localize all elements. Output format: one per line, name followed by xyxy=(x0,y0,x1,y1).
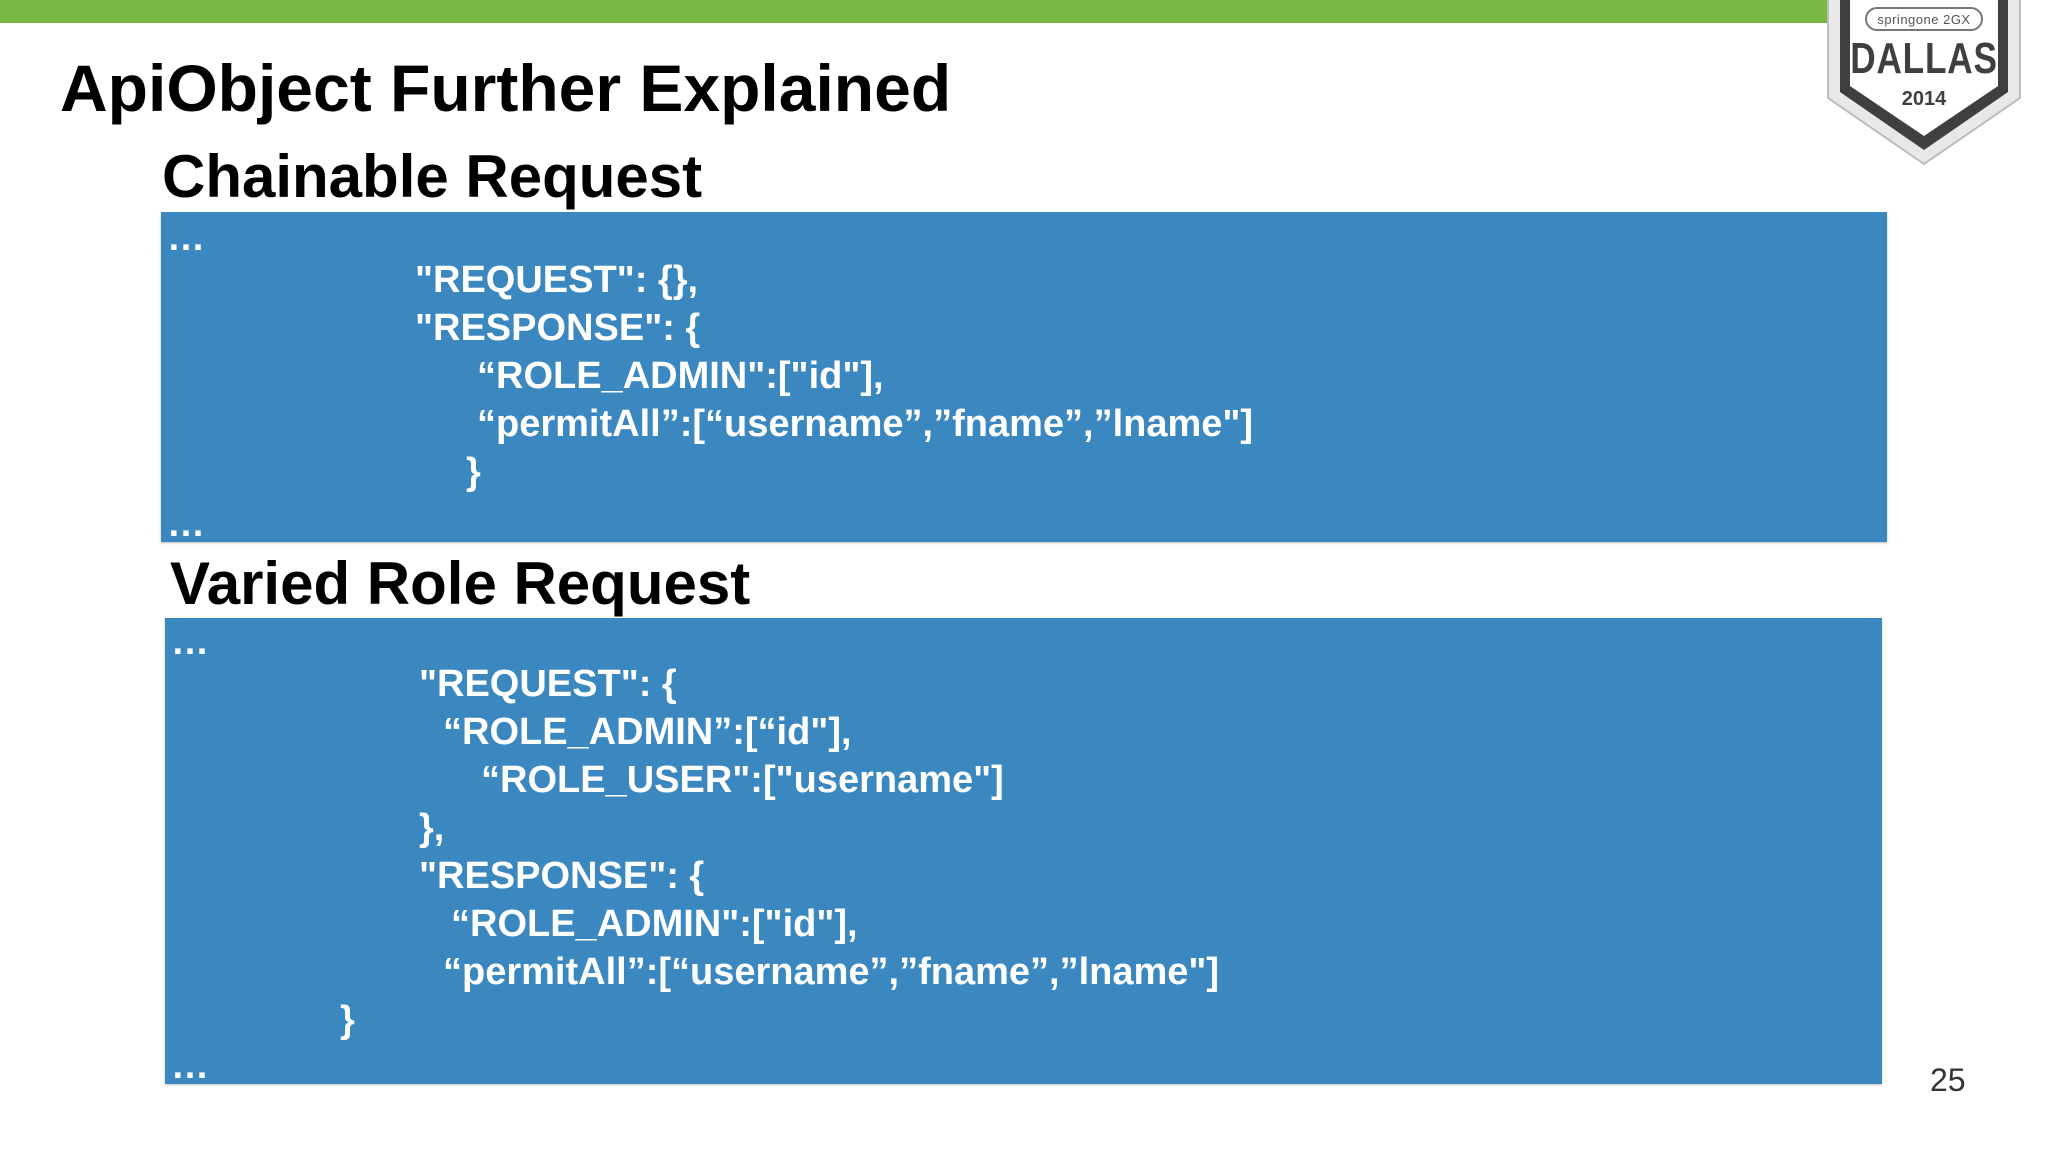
code-line: … xyxy=(171,1045,209,1087)
logo-subtitle: springone 2GX xyxy=(1877,12,1971,27)
code-line: "REQUEST": { xyxy=(419,663,677,705)
code-line: } xyxy=(340,999,355,1041)
code-line: … xyxy=(167,217,205,259)
code-line: “ROLE_ADMIN":["id"], xyxy=(477,355,884,397)
springone-dallas-logo: springone 2GX DALLAS 2014 xyxy=(1826,0,2022,170)
code-line: “permitAll”:[“username”,”fname”,”lname"] xyxy=(443,951,1220,993)
code-line: "RESPONSE": { xyxy=(419,855,705,897)
code-line: “ROLE_USER":["username"] xyxy=(481,759,1004,801)
code-line: “ROLE_ADMIN”:[“id"], xyxy=(443,711,852,753)
top-accent-bar xyxy=(0,0,1830,23)
code-line: "REQUEST": {}, xyxy=(415,259,699,301)
section-heading-chainable-request: Chainable Request xyxy=(162,143,703,210)
code-line: "RESPONSE": { xyxy=(415,307,701,349)
code-line: … xyxy=(167,503,205,545)
code-line: “ROLE_ADMIN":["id"], xyxy=(451,903,858,945)
code-line: }, xyxy=(419,807,445,849)
code-line: “permitAll”:[“username”,”fname”,”lname"] xyxy=(477,403,1254,445)
logo-city: DALLAS xyxy=(1850,34,1998,83)
code-block-varied-role-request: … "REQUEST": { “ROLE_ADMIN”:[“id"], “ROL… xyxy=(165,618,1882,1087)
code-block-chainable-request: … "REQUEST": {}, "RESPONSE": { “ROLE_ADM… xyxy=(161,212,1887,545)
shield-badge-icon xyxy=(1827,0,2021,166)
page-number: 25 xyxy=(1930,1062,1966,1098)
slide-title: ApiObject Further Explained xyxy=(60,51,952,125)
logo-year: 2014 xyxy=(1901,88,1947,110)
code-line: } xyxy=(466,451,481,493)
code-line: … xyxy=(171,621,209,663)
section-heading-varied-role-request: Varied Role Request xyxy=(170,550,751,617)
